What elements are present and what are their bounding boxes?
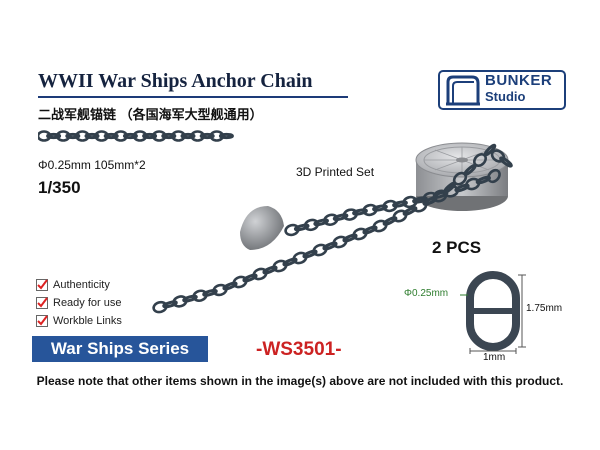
checkbox-checked-icon (36, 297, 48, 309)
disclaimer-note: Please note that other items shown in th… (36, 374, 564, 388)
chain-link (382, 216, 398, 226)
chain-link (202, 288, 218, 297)
spec-text: Φ0.25mm 105mm*2 (38, 158, 146, 172)
chain-link (302, 249, 318, 259)
chain-link (162, 300, 178, 309)
chain-link (454, 183, 470, 193)
diameter-label: Φ0.25mm (404, 288, 449, 299)
chain-link (199, 132, 215, 140)
chain-link (103, 132, 119, 140)
chinese-subtitle: 二战军舰锚链 （各国海军大型舰通用） (38, 107, 263, 122)
pcs-label: 2 PCS (432, 238, 482, 257)
brand-wordmark: BUNKER Studio (485, 73, 552, 103)
link-dimension-diagram (460, 271, 526, 354)
feature-item: Authenticity (36, 276, 122, 294)
printed-set-label: 3D Printed Set (296, 165, 375, 179)
chain-link (342, 233, 358, 243)
chain-link (282, 257, 298, 267)
chain-link (490, 149, 506, 163)
feature-item: Workble Links (36, 312, 122, 330)
title-underline (38, 96, 348, 98)
scale-text: 1/350 (38, 178, 81, 197)
chain-link (161, 132, 177, 140)
chain-link (352, 208, 368, 216)
chain-link (372, 204, 388, 212)
width-label: 1mm (483, 352, 506, 363)
height-label: 1.75mm (526, 303, 563, 314)
page-title: WWII War Ships Anchor Chain (38, 70, 313, 92)
chain-link (392, 200, 408, 208)
chain-link (122, 132, 138, 140)
bunker-studio-logo (438, 70, 566, 110)
chain-link (65, 132, 81, 140)
chain-link (422, 196, 438, 206)
chain-link (180, 132, 196, 140)
chain-link (499, 156, 513, 168)
chain-link (218, 132, 234, 140)
chain-link (362, 225, 378, 235)
checkbox-checked-icon (36, 315, 48, 327)
product-code: -WS3501- (256, 339, 342, 360)
chain-link (46, 132, 62, 140)
chain-link (262, 265, 278, 275)
chain-link (142, 132, 158, 140)
chain-sample-strip (38, 130, 234, 142)
feature-label: Ready for use (53, 297, 122, 309)
chain-link (313, 218, 329, 227)
chain-link (332, 213, 349, 221)
brand-name: BUNKER (485, 72, 553, 89)
series-badge: War Ships Series (32, 336, 208, 362)
feature-list: Authenticity Ready for use Workble Links (36, 276, 122, 330)
checkbox-checked-icon (36, 279, 48, 291)
feature-label: Workble Links (53, 315, 122, 327)
chain-link (322, 241, 338, 251)
brand-subname: Studio (485, 89, 526, 104)
chain-link (152, 300, 168, 314)
chain-link (402, 206, 418, 216)
chain-link (487, 168, 501, 184)
winch-drum (415, 142, 509, 211)
chain-shackle (240, 206, 284, 250)
chain-link (84, 132, 100, 140)
chain-link (222, 281, 238, 291)
chain-link (242, 273, 258, 283)
feature-label: Authenticity (53, 279, 110, 291)
feature-item: Ready for use (36, 294, 122, 312)
chain-link (293, 223, 310, 232)
chain-link (182, 294, 198, 303)
